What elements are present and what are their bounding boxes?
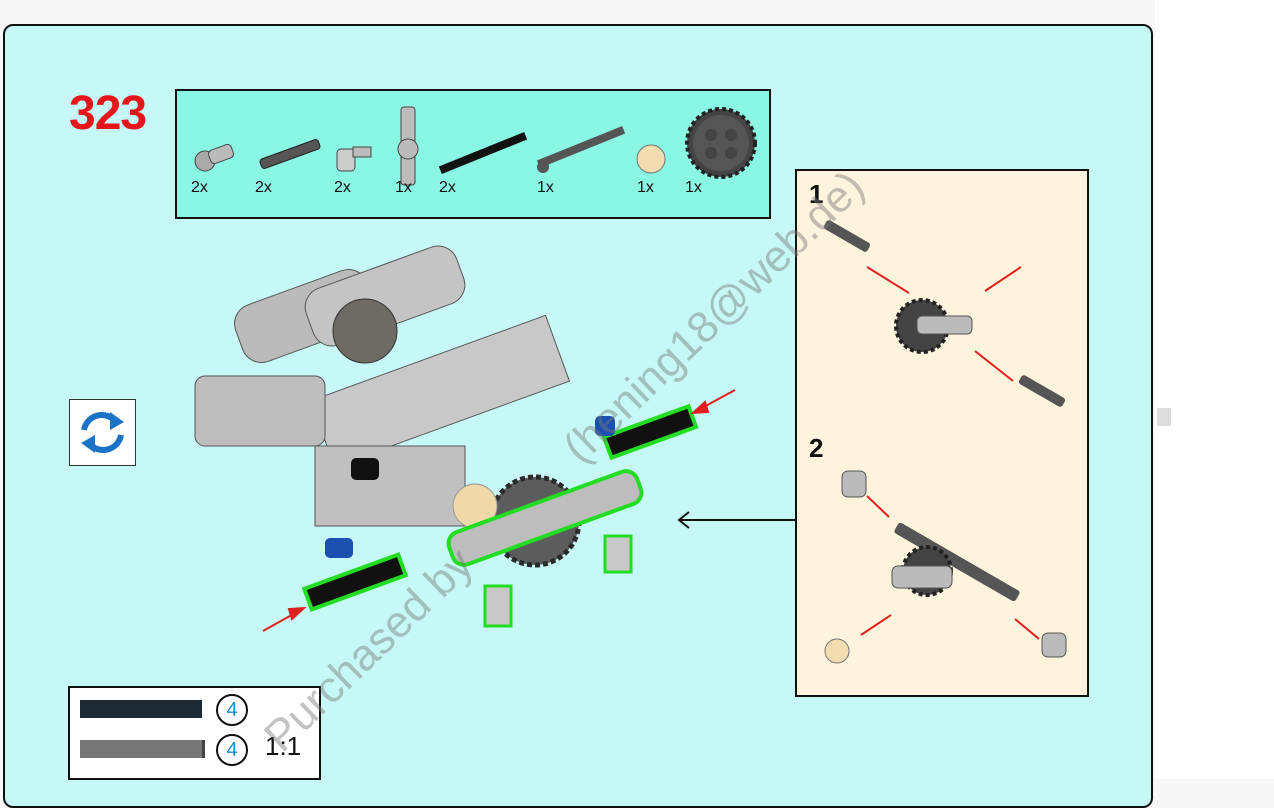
axle-stop-icon: [536, 126, 626, 173]
gearbox-model: [194, 245, 699, 628]
length-badge: 4: [216, 694, 248, 726]
substep-label: 2: [809, 433, 824, 463]
substep-callout: 1 2: [795, 169, 1089, 697]
bevel-gear-icon: [636, 144, 666, 174]
step-number: 323: [69, 87, 147, 140]
substep1-assembly: [823, 220, 1066, 407]
black-axle-icon: [80, 700, 202, 718]
part-qty: 2x: [439, 179, 456, 196]
axle-length-legend: 4 4 1:1: [68, 686, 321, 780]
gray-axle-icon: [80, 740, 205, 758]
axle-black-icon: [438, 132, 528, 174]
part-qty: 2x: [334, 179, 351, 196]
axle-pin-icon: [259, 139, 321, 169]
viewer-gutter: [1155, 0, 1274, 779]
pin-connector-round-icon: [336, 146, 372, 172]
parts-icons: [194, 106, 757, 186]
axle-connector-icon: [397, 106, 419, 186]
part-qty: 1x: [537, 179, 554, 196]
pin-connector-icon: [194, 143, 235, 172]
model-illustration: [194, 245, 795, 632]
red-arrow: [262, 389, 736, 632]
length-badge: 4: [216, 734, 248, 766]
instruction-page: 323 2x 2x 2x 1x 2x 1x 1x 1x: [3, 24, 1153, 808]
parts-list: 2x 2x 2x 1x 2x 1x 1x 1x: [175, 89, 771, 219]
part-qty: 1x: [685, 179, 702, 196]
gear-24-icon: [685, 107, 757, 179]
substep2-assembly: [824, 470, 1067, 664]
scale-label: 1:1: [265, 731, 302, 761]
part-qty: 1x: [637, 179, 654, 196]
substep-illustrations: [823, 220, 1067, 664]
scrollbar-thumb[interactable]: [1157, 408, 1171, 426]
callout-arrow: [677, 511, 795, 529]
part-qty: 2x: [191, 179, 208, 196]
rotate-model-icon: [69, 399, 136, 466]
substep-label: 1: [809, 179, 824, 209]
part-qty: 2x: [255, 179, 272, 196]
part-qty: 1x: [395, 179, 412, 196]
